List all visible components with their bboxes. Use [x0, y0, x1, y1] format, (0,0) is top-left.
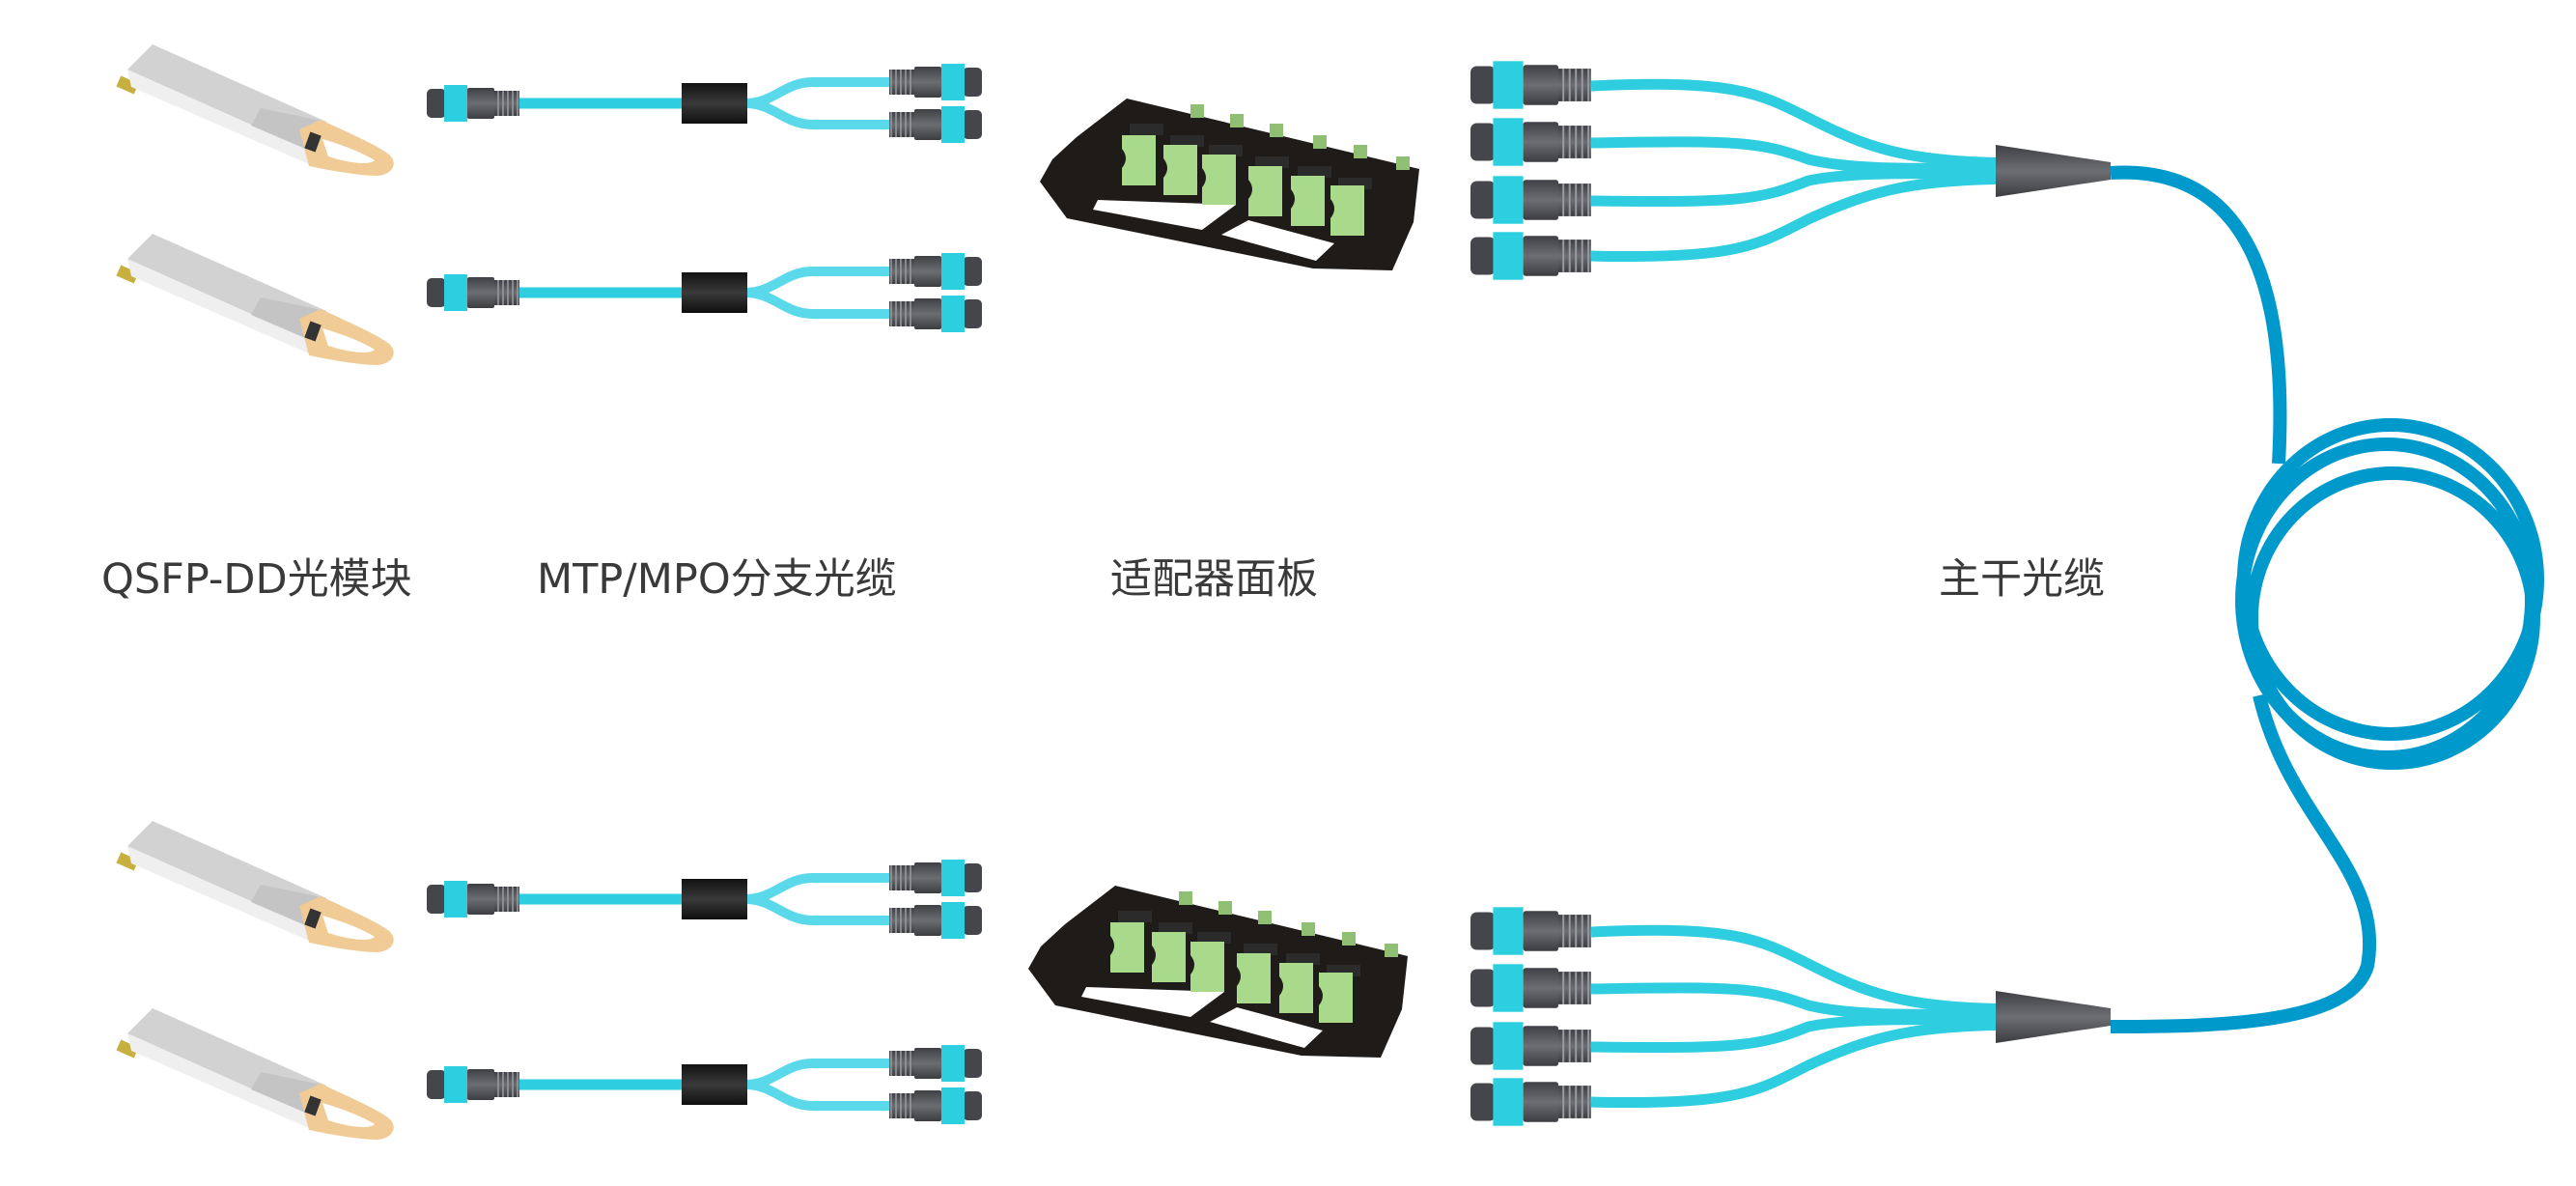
- adapter-panel: [1040, 99, 1419, 270]
- trunk-cable: [2110, 165, 2544, 1033]
- qsfp-dd-module: [116, 821, 394, 952]
- qsfp-dd-module: [116, 1008, 394, 1140]
- mtp-branch-cable: [427, 860, 982, 939]
- mtp-branch-cable: [427, 64, 982, 143]
- mtp-branch-cable: [427, 1045, 982, 1124]
- trunk-fanout: [1470, 61, 2111, 279]
- label-trunk-cable: 主干光缆: [1939, 555, 2105, 604]
- qsfp-dd-module: [116, 234, 394, 365]
- label-adapter-panel: 适配器面板: [1110, 555, 1318, 604]
- label-mtp-branch-cable: MTP/MPO分支光缆: [537, 555, 897, 604]
- qsfp-dd-module: [116, 44, 394, 176]
- mtp-branch-cable: [427, 253, 982, 332]
- adapter-panel: [1028, 886, 1408, 1058]
- label-qsfp-dd-module: QSFP-DD光模块: [101, 555, 412, 604]
- trunk-fanout: [1470, 907, 2111, 1125]
